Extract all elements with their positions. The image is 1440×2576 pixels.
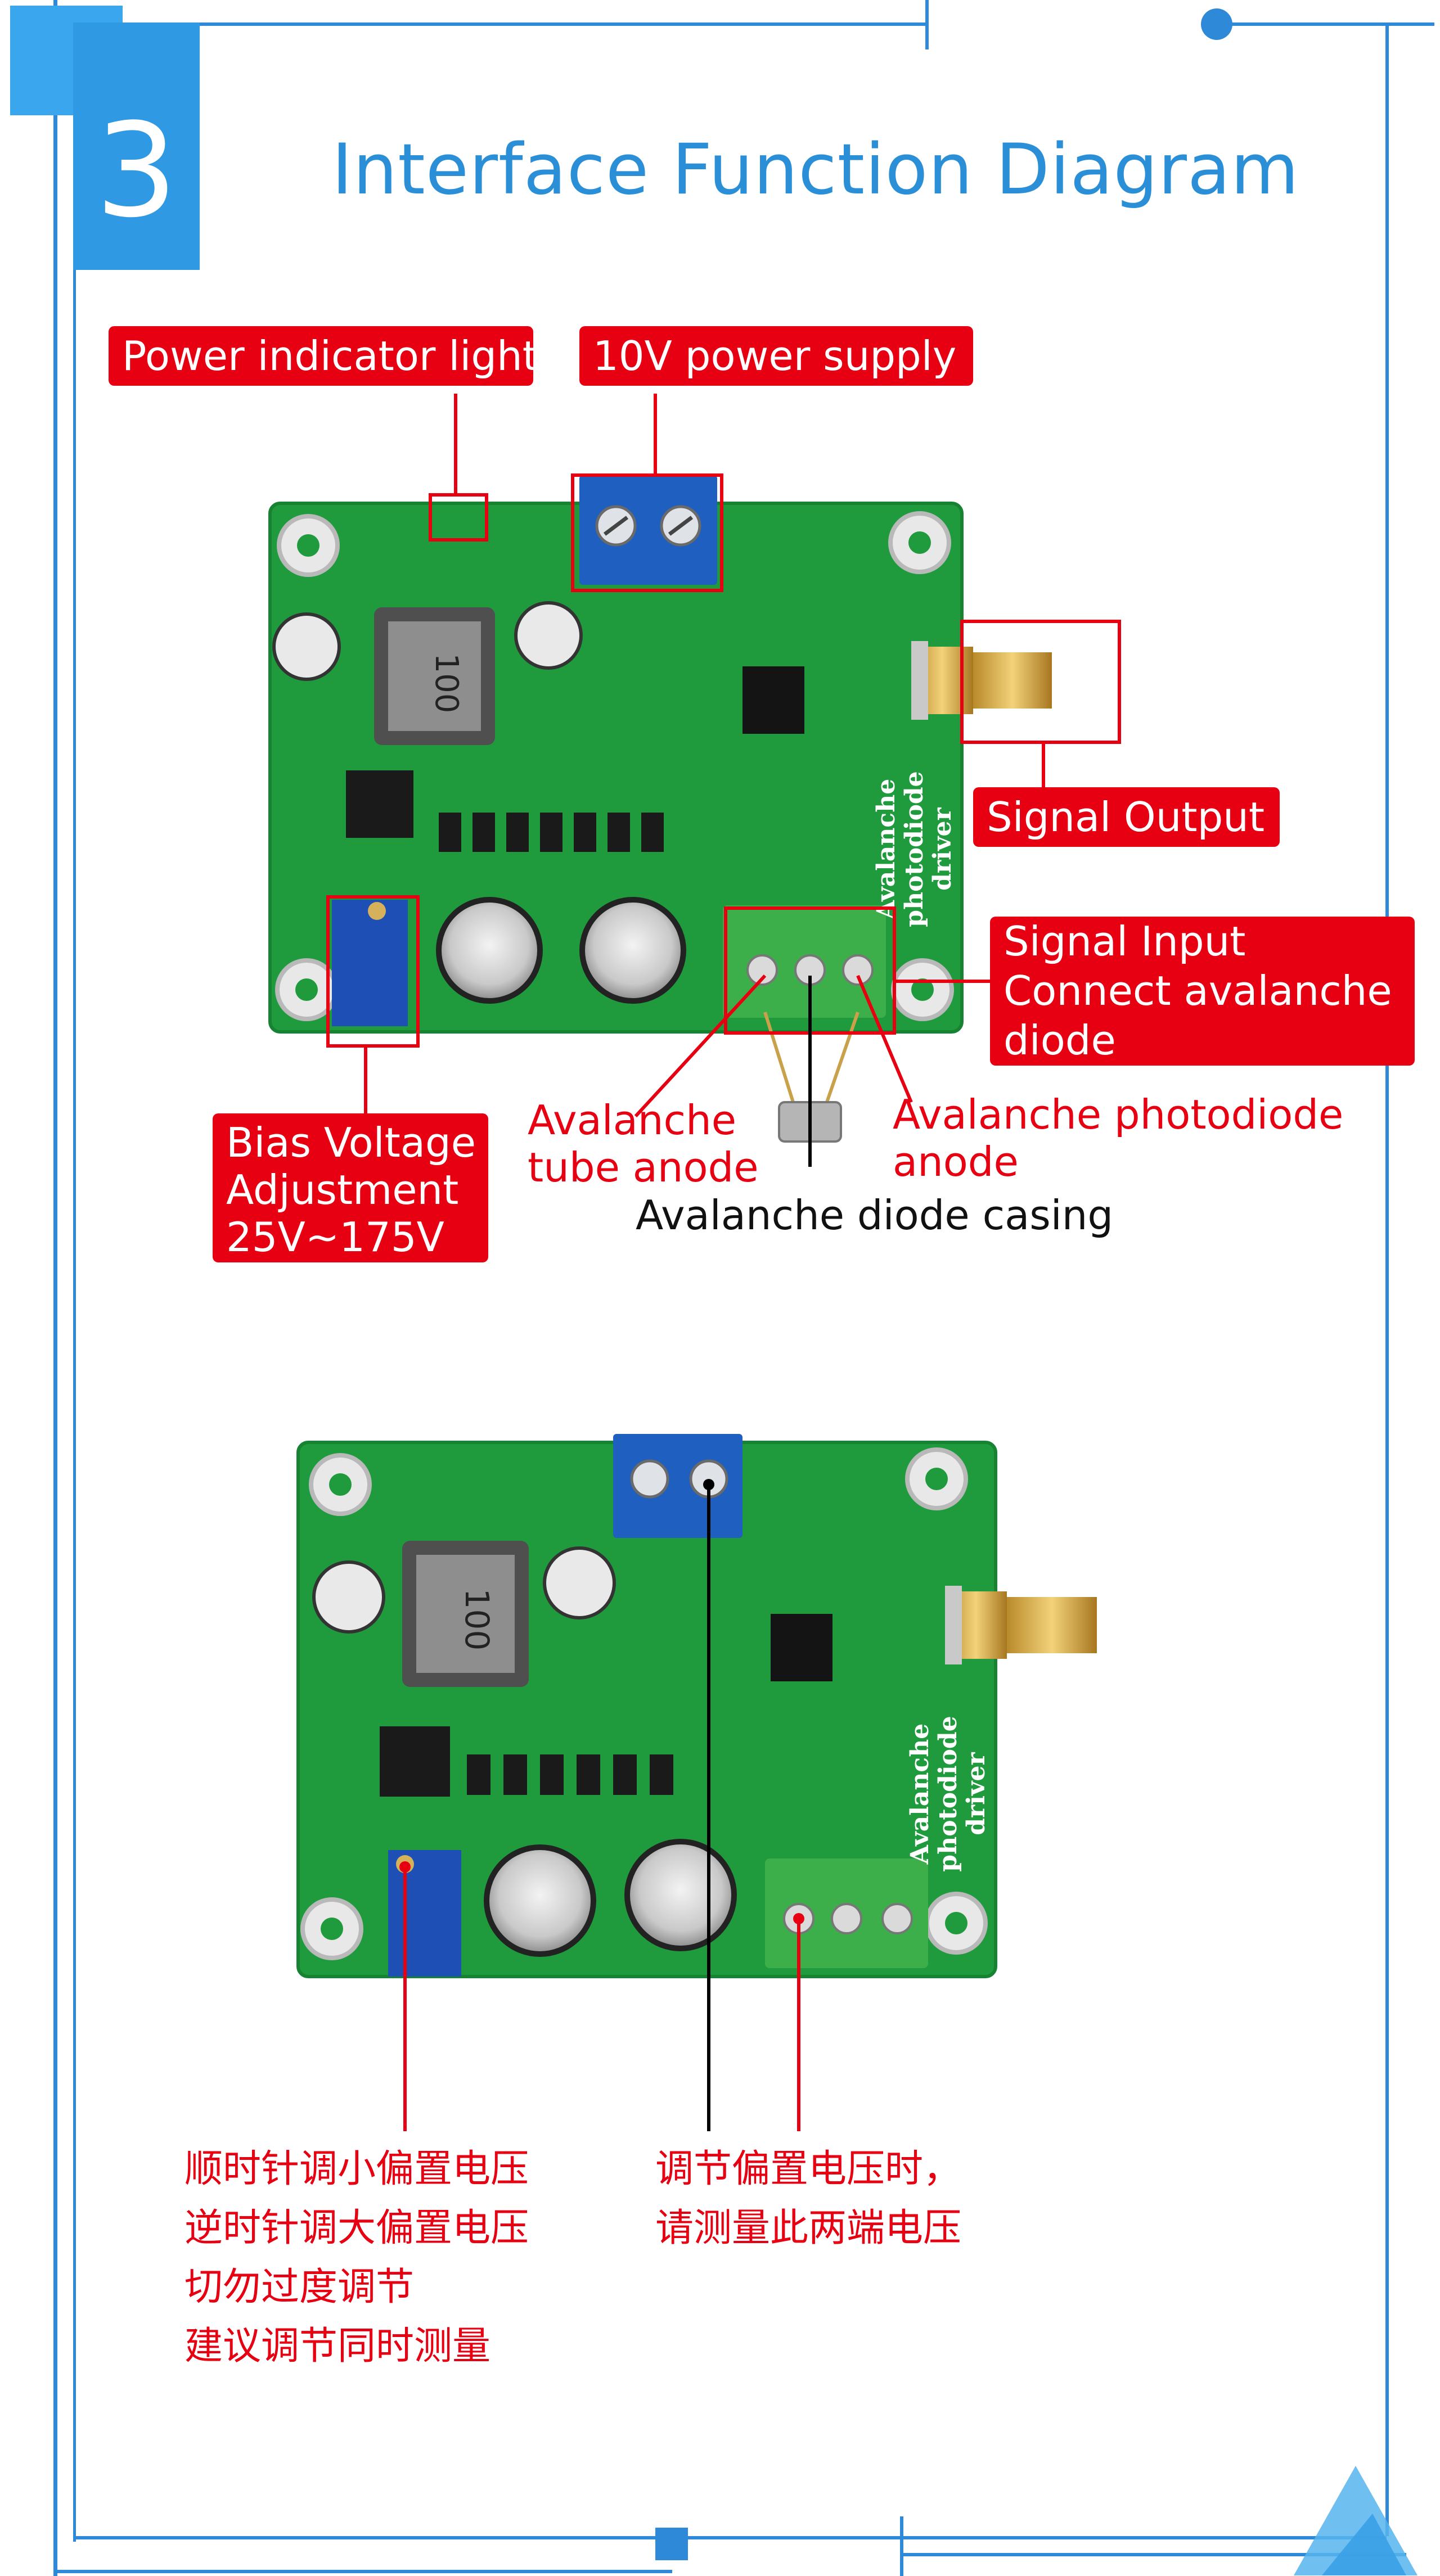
section-number: 3 xyxy=(95,96,178,246)
pcb-board-bottom: 100 Avalanche photodiode driver xyxy=(296,1434,1097,1978)
pcb-board-top: 100 Avalanche xyxy=(268,475,1052,1034)
note-right: 调节偏置电压时， 请测量此两端电压 xyxy=(655,2140,961,2258)
silk-label-1: Avalanche xyxy=(872,779,901,920)
note-left-line-3: 切勿过度调节 xyxy=(184,2265,415,2309)
frame-top-left xyxy=(73,22,928,26)
frame-dot xyxy=(1201,8,1232,40)
frame-bottom xyxy=(73,2536,1387,2539)
label-power-supply: 10V power supply xyxy=(579,326,973,386)
frame-top-right xyxy=(1218,22,1434,26)
leader-lines xyxy=(364,394,1045,1118)
page-title: Interface Function Diagram xyxy=(332,129,1299,210)
svg-text:photodiode: photodiode xyxy=(900,771,929,927)
label-signal-output: Signal Output xyxy=(973,787,1280,847)
label-signal-input: Signal Input Connect avalanche diode xyxy=(990,917,1415,1066)
svg-text:Avalanche: Avalanche xyxy=(906,1724,934,1865)
svg-text:100: 100 xyxy=(458,1589,496,1651)
label-diode-casing: Avalanche diode casing xyxy=(636,1192,1114,1239)
inductor-label: 100 xyxy=(428,653,465,714)
svg-text:photodiode: photodiode xyxy=(934,1716,962,1871)
frame-bottom-right2 xyxy=(900,2553,1406,2556)
frame-left-inner xyxy=(73,22,76,2542)
frame-bottom-left2 xyxy=(53,2570,672,2573)
frame-top-tick xyxy=(925,0,929,49)
frame-left-outer xyxy=(53,0,57,2576)
note-right-line-2: 请测量此两端电压 xyxy=(655,2206,962,2250)
frame-bottom-square xyxy=(655,2528,688,2560)
label-tube-anode: Avalanche tube anode xyxy=(528,1097,759,1191)
svg-text:driver: driver xyxy=(962,1752,991,1835)
note-right-line-1: 调节偏置电压时， xyxy=(655,2147,962,2191)
note-left-line-1: 顺时针调小偏置电压 xyxy=(184,2147,529,2191)
note-left-line-4: 建议调节同时测量 xyxy=(184,2324,491,2369)
label-bias-voltage: Bias Voltage Adjustment 25V~175V xyxy=(213,1113,488,1262)
frame-right xyxy=(1385,22,1389,2536)
frame-bottom-tick xyxy=(900,2516,903,2576)
label-power-indicator: Power indicator light xyxy=(109,326,538,386)
label-photodiode-anode: Avalanche photodiode anode xyxy=(893,1091,1344,1185)
svg-text:driver: driver xyxy=(928,807,957,890)
number-badge xyxy=(73,22,200,270)
note-left: 顺时针调小偏置电压 逆时针调大偏置电压 切勿过度调节 建议调节同时测量 xyxy=(184,2140,529,2376)
note-left-line-2: 逆时针调大偏置电压 xyxy=(184,2206,529,2250)
